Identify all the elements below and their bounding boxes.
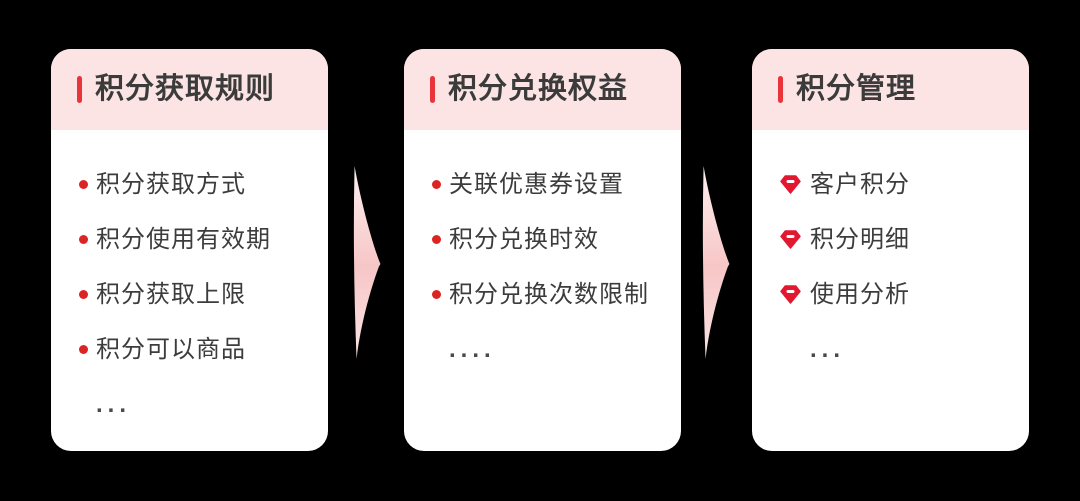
item-label: 积分兑换次数限制 (449, 280, 649, 308)
bullet-dot-icon (432, 180, 441, 189)
flow-arrow-icon (702, 166, 730, 359)
list-item-ellipsis: .... (432, 322, 681, 377)
title-accent-bar-icon (77, 76, 82, 103)
bullet-dot-icon (79, 290, 88, 299)
bullet-dot-icon (79, 235, 88, 244)
card-points-management: 积分管理 客户积分 积分明细 (752, 49, 1029, 451)
gem-icon (780, 230, 801, 249)
card-item-list: 积分获取方式 积分使用有效期 积分获取上限 积分可以商品 ... (51, 130, 328, 432)
ellipsis-label: .... (449, 335, 496, 363)
item-label: 积分明细 (810, 225, 910, 253)
bullet-dot-icon (79, 345, 88, 354)
item-label: 积分使用有效期 (96, 225, 271, 253)
list-item: 积分兑换时效 (432, 212, 681, 267)
flow-arrow-icon (353, 166, 381, 359)
list-item: 使用分析 (780, 267, 1029, 322)
item-label: 积分兑换时效 (449, 225, 599, 253)
item-label: 积分获取上限 (96, 280, 246, 308)
card-points-redeem-benefits: 积分兑换权益 关联优惠券设置 积分兑换时效 积分兑换次数限制 .... (404, 49, 681, 451)
list-item: 客户积分 (780, 157, 1029, 212)
title-accent-bar-icon (778, 76, 783, 103)
gem-icon (780, 285, 801, 304)
card-header: 积分兑换权益 (404, 49, 681, 130)
ellipsis-label: ... (810, 335, 846, 363)
ellipsis-label: ... (96, 390, 132, 418)
card-header: 积分获取规则 (51, 49, 328, 130)
card-title: 积分获取规则 (95, 73, 276, 105)
bullet-dot-icon (432, 290, 441, 299)
bullet-dot-icon (432, 235, 441, 244)
bullet-dot-icon (79, 180, 88, 189)
list-item: 积分明细 (780, 212, 1029, 267)
list-item: 积分兑换次数限制 (432, 267, 681, 322)
list-item: 关联优惠券设置 (432, 157, 681, 212)
list-item-ellipsis: ... (780, 322, 1029, 377)
list-item: 积分获取方式 (79, 157, 328, 212)
item-label: 积分可以商品 (96, 335, 246, 363)
card-item-list: 关联优惠券设置 积分兑换时效 积分兑换次数限制 .... (404, 130, 681, 377)
item-label: 积分获取方式 (96, 170, 246, 198)
list-item: 积分可以商品 (79, 322, 328, 377)
card-item-list: 客户积分 积分明细 使用分析 ... (752, 130, 1029, 377)
card-header: 积分管理 (752, 49, 1029, 130)
card-title: 积分兑换权益 (448, 73, 629, 105)
item-label: 客户积分 (810, 170, 910, 198)
card-points-earning-rules: 积分获取规则 积分获取方式 积分使用有效期 积分获取上限 积分可以商品 ... (51, 49, 328, 451)
item-label: 关联优惠券设置 (449, 170, 624, 198)
title-accent-bar-icon (430, 76, 435, 103)
gem-icon (780, 175, 801, 194)
card-title: 积分管理 (796, 73, 917, 105)
list-item-ellipsis: ... (79, 377, 328, 432)
list-item: 积分获取上限 (79, 267, 328, 322)
list-item: 积分使用有效期 (79, 212, 328, 267)
item-label: 使用分析 (810, 280, 910, 308)
